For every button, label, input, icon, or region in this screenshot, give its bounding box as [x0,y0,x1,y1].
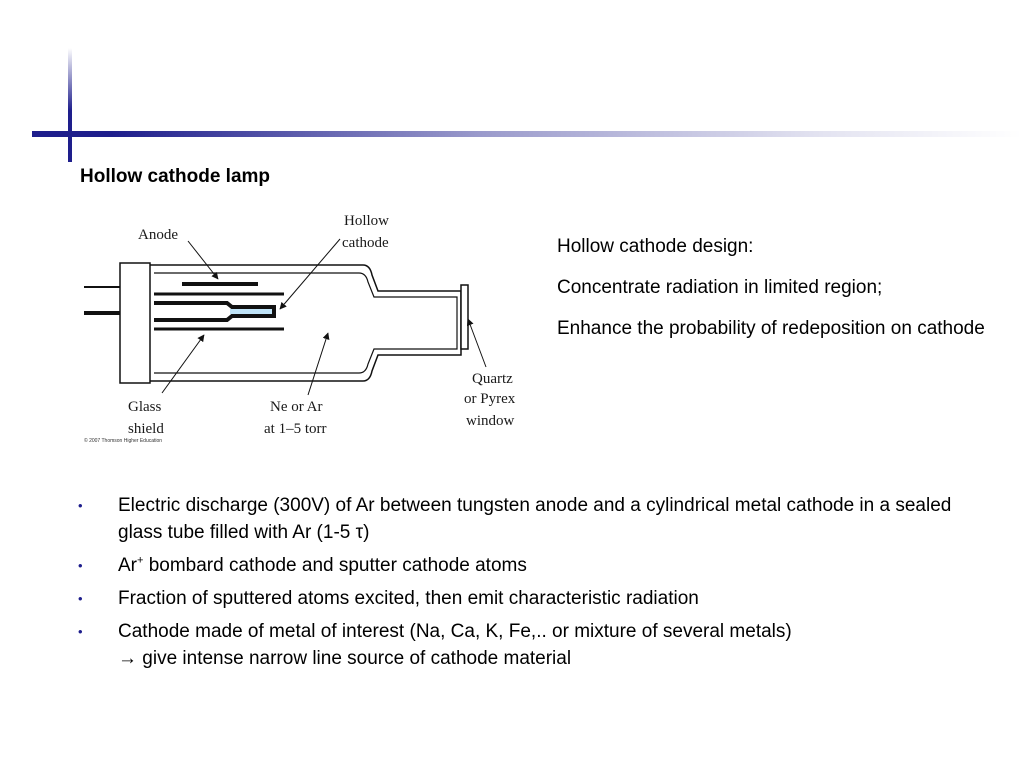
lamp-base [119,262,151,384]
label-anode: Anode [138,227,178,243]
design-note: Concentrate radiation in limited region; [557,277,883,298]
bullet-item: • Fraction of sputtered atoms excited, t… [78,585,978,612]
design-note: Hollow cathode design: [557,236,754,257]
label-window-line2: or Pyrex [464,391,516,407]
quartz-window [460,284,469,350]
bullet-list: • Electric discharge (300V) of Ar betwee… [78,492,978,678]
bullet-item: • Ar+ bombard cathode and sputter cathod… [78,552,978,579]
bullet-dot: • [78,591,83,606]
bullet-text: Fraction of sputtered atoms excited, the… [118,588,699,609]
design-notes: Hollow cathode design: Concentrate radia… [557,232,997,355]
decorative-vertical-line [68,48,72,162]
design-note: Enhance the probability of redeposition … [557,318,985,339]
bullet-text: Electric discharge (300V) of Ar between … [118,495,952,543]
lamp-diagram-svg: Anode Hollow cathode Glass shield Ne or … [84,213,516,444]
label-hollow-cathode-line1: Hollow [344,213,389,229]
bullet-text: Cathode made of metal of interest (Na, C… [118,621,792,642]
arrow-window [466,318,487,368]
arrow-glass-shield [161,334,205,394]
decorative-horizontal-line [32,131,1022,137]
arrow-right-icon: → [118,648,137,669]
slide-title: Hollow cathode lamp [80,166,271,187]
bullet-item: • Electric discharge (300V) of Ar betwee… [78,492,978,546]
cathode-glow [230,309,272,314]
ion-charge: + [137,554,144,567]
label-glass-shield-line2: shield [128,421,164,437]
bullet-text-end: ) [363,522,370,543]
bullet-dot: • [78,624,83,639]
arrow-gas [307,332,330,396]
arrow-anode [187,240,219,280]
label-gas-line1: Ne or Ar [270,399,323,415]
bullet-dot: • [78,498,83,513]
hollow-cathode-cup [218,301,276,322]
label-copyright: © 2007 Thomson Higher Education [84,437,162,444]
label-hollow-cathode-line2: cathode [342,235,389,251]
label-glass-shield-line1: Glass [128,399,161,415]
glass-envelope-inner [154,272,458,374]
bullet-text: bombard cathode and sputter cathode atom… [143,555,527,576]
hollow-cathode-lamp-diagram: Anode Hollow cathode Glass shield Ne or … [78,205,538,455]
label-window-line1: Quartz [472,371,513,387]
tau-symbol: τ [355,522,364,543]
bullet-dot: • [78,558,83,573]
bullet-item: • Cathode made of metal of interest (Na,… [78,618,978,672]
label-window-line3: window [466,413,515,429]
ion-species: Ar [118,555,137,576]
bullet-text-continued: give intense narrow line source of catho… [137,648,572,669]
arrow-hollow-cathode [279,238,341,310]
label-gas-line2: at 1–5 torr [264,421,326,437]
